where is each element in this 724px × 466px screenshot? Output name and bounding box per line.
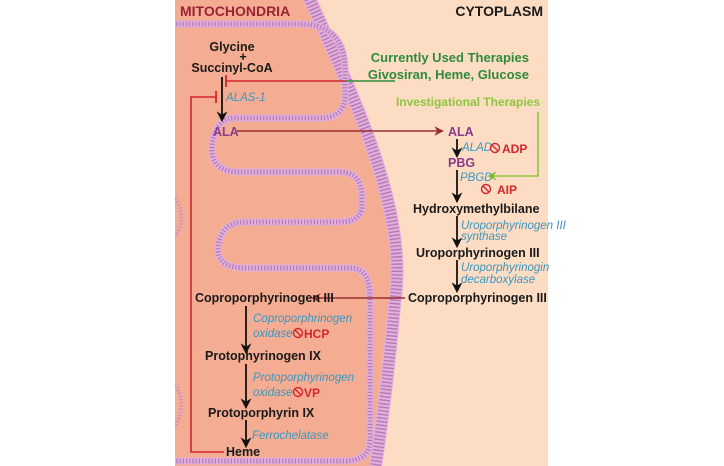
- hydroxymethylbilane-label: Hydroxymethylbilane: [413, 202, 539, 216]
- protoporphyrin-ix-label: Protoporphyrin IX: [208, 406, 315, 420]
- investigational-therapy-arrow: [487, 112, 539, 181]
- hcp-disease: HCP: [304, 327, 329, 341]
- inner-membrane-cristae: [175, 20, 374, 465]
- adp-disease: ADP: [502, 142, 527, 156]
- proto-oxidase-enzyme-line2: oxidase: [253, 387, 293, 399]
- aip-disease: AIP: [497, 183, 517, 197]
- current-therapies-list: Givosiran, Heme, Glucose: [368, 67, 529, 82]
- heme-label: Heme: [226, 445, 260, 459]
- plus-sign: +: [239, 50, 246, 64]
- coproporphyrinogen-iii-mitochondria: Coproporphyrinogen III: [195, 291, 334, 305]
- glycine-label: Glycine: [209, 40, 254, 54]
- ferrochelatase-enzyme: Ferrochelatase: [252, 430, 329, 442]
- uro-synthase-enzyme-line2: synthase: [461, 231, 507, 243]
- prohibition-icon: [489, 142, 501, 154]
- uro-decarboxylase-enzyme-line1: Uroporphyrinogin: [461, 262, 549, 274]
- uro-decarboxylase-enzyme-line2: decarboxylase: [461, 274, 535, 286]
- copro-oxidase-enzyme-line2: oxidase: [253, 328, 293, 340]
- vp-disease: VP: [304, 386, 320, 400]
- protophyrinogen-ix-label: Protophyrinogen IX: [205, 349, 322, 363]
- succinyl-coa-label: Succinyl-CoA: [191, 61, 272, 75]
- uroporphyrinogen-iii-label: Uroporphyrinogen III: [416, 246, 540, 260]
- ala-cytoplasm: ALA: [448, 125, 474, 139]
- prohibition-icon: [480, 183, 492, 195]
- pbgd-enzyme: PBGD: [460, 172, 493, 184]
- cytoplasm-label: CYTOPLASM: [455, 3, 543, 19]
- current-therapies-title: Currently Used Therapies: [371, 50, 529, 65]
- pbg-label: PBG: [448, 156, 475, 170]
- ala-mitochondria: ALA: [213, 125, 239, 139]
- alad-enzyme: ALAD: [461, 142, 492, 154]
- prohibition-icon: [292, 386, 304, 398]
- copro-oxidase-enzyme-line1: Coproporphrinogen: [253, 313, 352, 325]
- heme-feedback-line: [190, 96, 224, 453]
- prohibition-icon: [292, 327, 304, 339]
- investigational-therapies-label: Investigational Therapies: [396, 95, 540, 109]
- uro-synthase-enzyme-line1: Uroporphyrinogen III: [461, 220, 567, 232]
- coproporphyrinogen-iii-cytoplasm: Coproporphyrinogen III: [408, 291, 547, 305]
- alas1-enzyme: ALAS-1: [225, 92, 266, 104]
- proto-oxidase-enzyme-line1: Protoporphyrinogen: [253, 372, 354, 384]
- mitochondria-label: MITOCHONDRIA: [180, 3, 290, 19]
